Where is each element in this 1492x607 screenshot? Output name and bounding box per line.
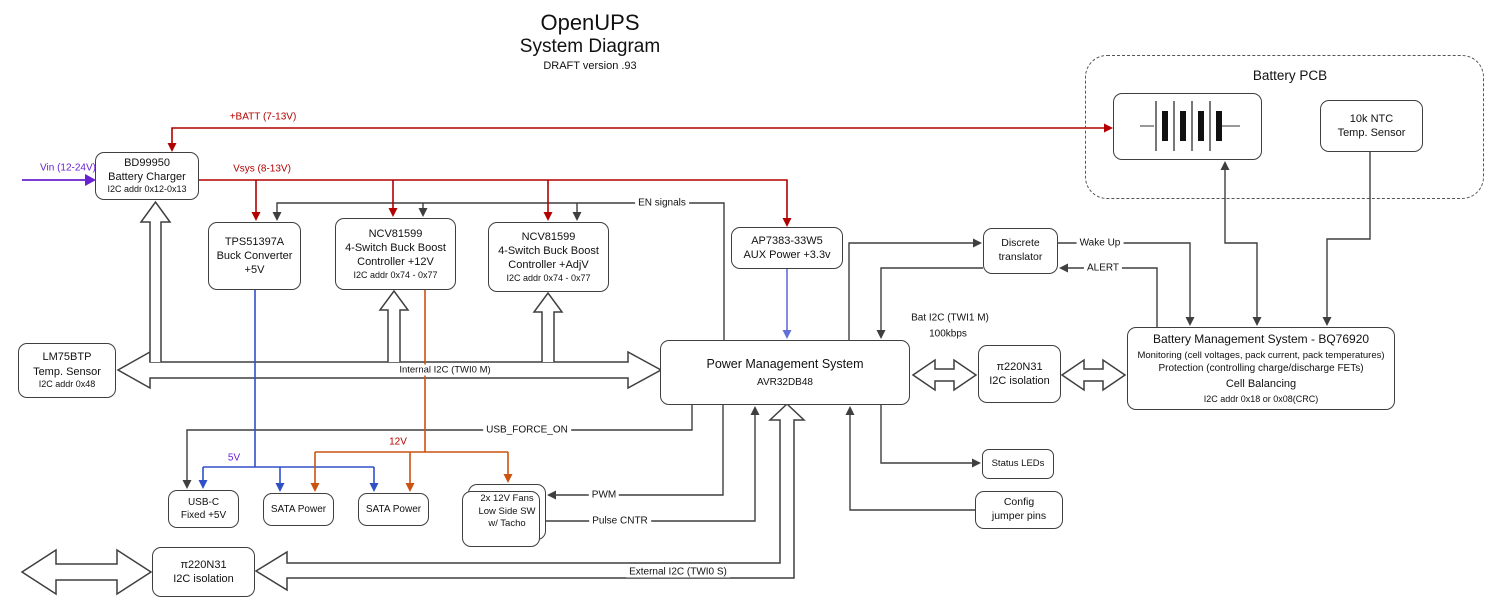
aux-arrowhead bbox=[782, 330, 792, 339]
node-label: 10k NTC bbox=[1349, 112, 1394, 125]
wire-label-vsys: Vsys (8-13V) bbox=[233, 163, 291, 175]
node-label: SATA Power bbox=[365, 504, 422, 515]
red-arrowheads bbox=[167, 123, 1113, 227]
node-label: AUX Power +3.3v bbox=[743, 249, 831, 261]
node-label: Low Side SW bbox=[478, 505, 536, 517]
node-label: I2C isolation bbox=[173, 573, 234, 585]
node-label: BD99950 bbox=[124, 156, 170, 169]
rail-12v-arrowheads bbox=[310, 474, 513, 492]
red-power-wires bbox=[171, 127, 1104, 218]
node-label: Controller +AdjV bbox=[508, 259, 589, 272]
wire-label-12v: 12V bbox=[389, 436, 407, 448]
node-i2c-isolation-battery[interactable]: π220N31 I2C isolation bbox=[978, 345, 1061, 403]
wire-label-usb-force-on: USB_FORCE_ON bbox=[483, 424, 571, 436]
diagram-title-block: OpenUPS System Diagram DRAFT version .93 bbox=[440, 10, 740, 72]
rail-12v-wires bbox=[314, 290, 509, 483]
node-i2c-addr: I2C addr 0x74 - 0x77 bbox=[353, 269, 438, 280]
rail-5v-arrowheads bbox=[198, 480, 379, 492]
node-label: Status LEDs bbox=[991, 457, 1045, 469]
node-aux-power[interactable]: AP7383-33W5 AUX Power +3.3v bbox=[731, 227, 843, 269]
node-config-jumpers[interactable]: Config jumper pins bbox=[975, 491, 1063, 529]
node-battery-charger[interactable]: BD99950 Battery Charger I2C addr 0x12-0x… bbox=[95, 152, 199, 200]
node-label: SATA Power bbox=[270, 504, 327, 515]
wire-label-pulse-cntr: Pulse CNTR bbox=[589, 515, 651, 527]
node-label: 4-Switch Buck Boost bbox=[498, 245, 599, 257]
node-label: Discrete bbox=[1001, 237, 1040, 250]
node-label: Battery Management System - BQ76920 bbox=[1152, 332, 1370, 347]
node-label: I2C isolation bbox=[989, 375, 1050, 387]
node-usb-c[interactable]: USB-C Fixed +5V bbox=[168, 490, 239, 528]
node-buck-boost-adjv[interactable]: NCV81599 4-Switch Buck Boost Controller … bbox=[488, 222, 609, 292]
wire-label-external-i2c: External I2C (TWI0 S) bbox=[626, 566, 730, 578]
node-fans[interactable]: 2x 12V Fans Low Side SW w/ Tacho bbox=[462, 484, 546, 547]
node-label: w/ Tacho bbox=[488, 518, 526, 530]
node-label: π220N31 bbox=[996, 360, 1043, 373]
node-label: Cell Balancing bbox=[1225, 377, 1297, 390]
node-battery-management-system[interactable]: Battery Management System - BQ76920 Moni… bbox=[1127, 327, 1395, 410]
signal-wires bbox=[186, 152, 1371, 522]
node-i2c-addr: I2C addr 0x48 bbox=[38, 378, 96, 389]
battery-cells-icon bbox=[1140, 101, 1240, 151]
node-ntc-temp-sensor[interactable]: 10k NTC Temp. Sensor bbox=[1320, 100, 1423, 152]
node-label: NCV81599 bbox=[368, 227, 423, 240]
page-subtitle: System Diagram bbox=[519, 36, 661, 57]
node-buck-boost-12v[interactable]: NCV81599 4-Switch Buck Boost Controller … bbox=[335, 218, 456, 290]
node-label: TPS51397A bbox=[224, 235, 285, 248]
rail-5v-wires bbox=[202, 290, 375, 483]
node-battery-pack[interactable] bbox=[1113, 93, 1262, 160]
node-label: translator bbox=[998, 251, 1043, 263]
battery-pcb-label: Battery PCB bbox=[1252, 68, 1328, 83]
wire-label-alert: ALERT bbox=[1083, 262, 1123, 274]
node-label: jumper pins bbox=[991, 510, 1047, 522]
node-label: NCV81599 bbox=[521, 230, 576, 243]
page-title: OpenUPS bbox=[540, 10, 640, 35]
vin-arrowhead bbox=[85, 174, 96, 186]
wire-label-internal-i2c: Internal I2C (TWI0 M) bbox=[396, 364, 494, 376]
node-label: USB-C bbox=[187, 497, 220, 508]
node-buck-5v[interactable]: TPS51397A Buck Converter +5V bbox=[208, 222, 301, 290]
node-temp-sensor-lm75[interactable]: LM75BTP Temp. Sensor I2C addr 0x48 bbox=[18, 343, 116, 398]
node-label: LM75BTP bbox=[42, 351, 92, 364]
node-label: 4-Switch Buck Boost bbox=[345, 242, 446, 254]
node-i2c-addr: I2C addr 0x12-0x13 bbox=[107, 184, 187, 195]
node-label: Power Management System bbox=[706, 357, 864, 372]
node-i2c-addr: I2C addr 0x74 - 0x77 bbox=[506, 272, 591, 283]
i2c-bus-arrows bbox=[20, 200, 1127, 596]
node-discrete-translator[interactable]: Discrete translator bbox=[983, 228, 1058, 274]
node-label: Temp. Sensor bbox=[1337, 127, 1406, 139]
draft-version: DRAFT version .93 bbox=[543, 60, 637, 72]
node-sata-power-2[interactable]: SATA Power bbox=[358, 493, 429, 526]
node-label: Controller +12V bbox=[357, 256, 434, 269]
node-label: +5V bbox=[244, 264, 265, 277]
node-i2c-isolation-external[interactable]: π220N31 I2C isolation bbox=[152, 547, 255, 597]
wire-label-batt: +BATT (7-13V) bbox=[229, 111, 297, 123]
wire-label-5v: 5V bbox=[227, 452, 241, 464]
signal-arrowheads bbox=[182, 161, 1332, 500]
node-label: Monitoring (cell voltages, pack current,… bbox=[1137, 349, 1385, 361]
node-label: Fixed +5V bbox=[180, 510, 227, 521]
node-label: AVR32DB48 bbox=[757, 376, 813, 388]
wire-label-bat-i2c: Bat I2C (TWI1 M) bbox=[911, 312, 989, 324]
node-power-management-system[interactable]: Power Management System AVR32DB48 bbox=[660, 340, 910, 405]
wire-label-vin: Vin (12-24V) bbox=[40, 162, 96, 174]
wire-label-en-signals: EN signals bbox=[635, 197, 689, 209]
node-label: AP7383-33W5 bbox=[751, 234, 823, 247]
wire-label-bat-i2c-speed: 100kbps bbox=[929, 328, 967, 340]
node-label: Protection (controlling charge/discharge… bbox=[1158, 363, 1364, 375]
node-label: Buck Converter bbox=[216, 249, 293, 262]
wire-label-wake-up: Wake Up bbox=[1076, 237, 1124, 249]
node-status-leds[interactable]: Status LEDs bbox=[982, 449, 1054, 479]
node-label: π220N31 bbox=[180, 558, 227, 571]
node-label: 2x 12V Fans bbox=[480, 493, 534, 505]
wire-label-pwm: PWM bbox=[588, 489, 620, 501]
battery-pcb-region[interactable] bbox=[1085, 55, 1484, 199]
node-label: Battery Charger bbox=[108, 171, 186, 184]
node-sata-power-1[interactable]: SATA Power bbox=[263, 493, 334, 526]
node-i2c-addr: I2C addr 0x18 or 0x08(CRC) bbox=[1203, 393, 1319, 404]
node-label: Config bbox=[1003, 496, 1035, 509]
node-label: Temp. Sensor bbox=[33, 365, 101, 378]
